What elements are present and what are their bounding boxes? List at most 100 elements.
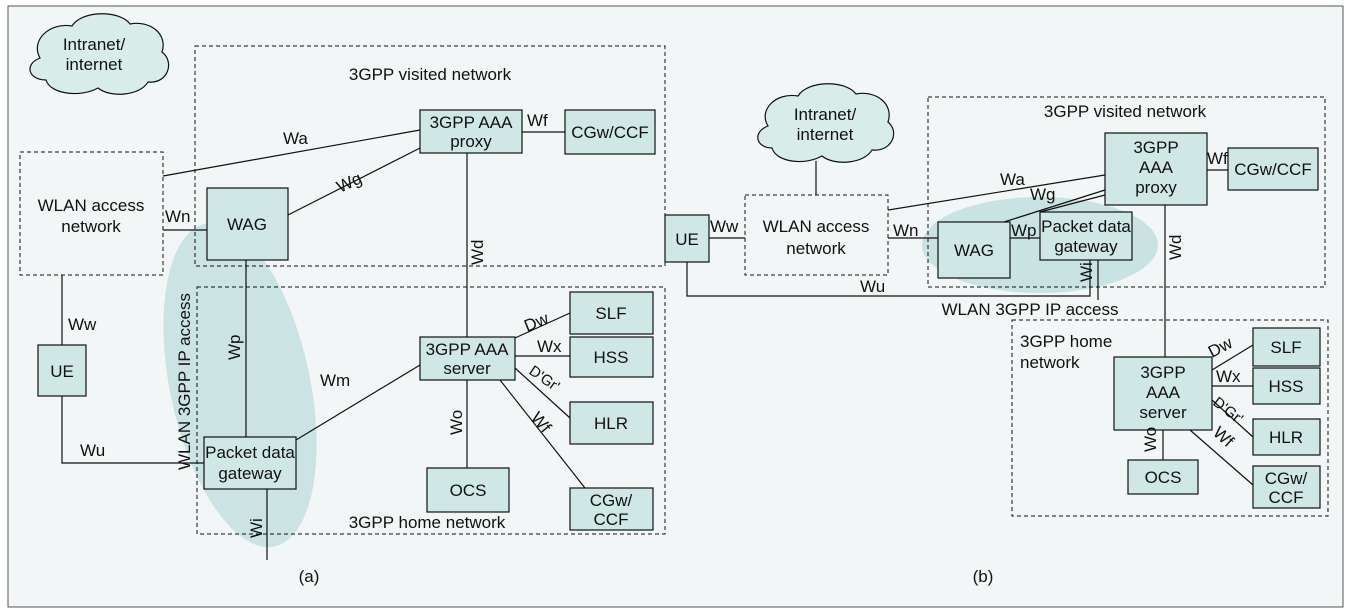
a-line-dw [514, 312, 571, 339]
a-cgw-ccf-2-box: CGw/ CCF [569, 487, 654, 531]
svg-text:Intranet/: Intranet/ [794, 105, 857, 124]
svg-text:SLF: SLF [595, 304, 626, 323]
svg-text:CGw/CCF: CGw/CCF [571, 123, 648, 142]
a-wlan-ip-access-label: WLAN 3GPP IP access [175, 293, 194, 470]
a-line-wf2 [499, 379, 586, 489]
svg-text:server: server [1139, 403, 1187, 422]
b-home-title-1: 3GPP home [1020, 332, 1112, 351]
b-ue-box: UE [664, 214, 710, 263]
b-line-pdg-proxy [1039, 194, 1106, 213]
svg-text:network: network [61, 217, 121, 236]
b-ref-wx: Wx [1216, 367, 1241, 386]
b-line-dw [1211, 344, 1254, 371]
a-ref-wm: Wm [320, 371, 350, 390]
a-ref-wd: Wd [468, 240, 487, 266]
b-wlan-an-label: WLAN access network [763, 217, 870, 258]
a-line-wu [61, 396, 204, 464]
svg-text:CCF: CCF [1269, 488, 1304, 507]
svg-text:UE: UE [675, 230, 699, 249]
b-ref-wf: Wf [1207, 149, 1228, 168]
a-hss-box: HSS [569, 336, 654, 378]
b-line-wf2 [1189, 429, 1254, 486]
a-cloud-line-2: internet [66, 55, 123, 74]
b-aaa-proxy-box: 3GPP AAA proxy [1104, 132, 1208, 206]
a-ue-box: UE [37, 344, 87, 397]
a-ref-wa: Wa [283, 129, 308, 148]
svg-text:HSS: HSS [594, 348, 629, 367]
svg-text:proxy: proxy [1135, 178, 1177, 197]
a-aaa-server-box: 3GPP AAA server [419, 336, 516, 381]
svg-text:CGw/CCF: CGw/CCF [1234, 160, 1311, 179]
svg-text:proxy: proxy [450, 132, 492, 151]
a-internet-cloud: Intranet/ internet [29, 13, 170, 95]
svg-text:HLR: HLR [1269, 428, 1303, 447]
a-line-dgr [514, 367, 571, 419]
b-aaa-server-box: 3GPP AAA server [1113, 356, 1213, 431]
a-ref-wo: Wo [447, 410, 466, 435]
svg-text:CGw/: CGw/ [1265, 469, 1308, 488]
svg-text:gateway: gateway [218, 464, 282, 483]
svg-text:OCS: OCS [1145, 468, 1182, 487]
b-ref-wa: Wa [1000, 170, 1025, 189]
a-wlan-access-network [19, 151, 164, 276]
b-ref-wp: Wp [1011, 221, 1037, 240]
b-ref-wo: Wo [1141, 427, 1160, 452]
svg-text:gateway: gateway [1054, 237, 1118, 256]
b-home-network [1011, 319, 1329, 517]
a-cloud-line-1: Intranet/ [63, 35, 126, 54]
svg-text:Packet data: Packet data [205, 443, 295, 462]
svg-text:3GPP AAA: 3GPP AAA [430, 113, 514, 132]
b-cgw-ccf-2-box: CGw/ CCF [1252, 465, 1321, 509]
svg-text:3GPP: 3GPP [1140, 363, 1185, 382]
b-wlan-access-network [744, 194, 889, 276]
b-cgw-ccf-box: CGw/CCF [1227, 147, 1319, 191]
svg-text:CGw/: CGw/ [590, 491, 633, 510]
b-wlan-ip-access-label: WLAN 3GPP IP access [942, 300, 1119, 319]
a-ref-wf: Wf [527, 111, 548, 130]
b-hss-box: HSS [1252, 367, 1321, 405]
b-line-wa [887, 174, 1106, 211]
a-ocs-box: OCS [426, 467, 510, 513]
a-aaa-proxy-box: 3GPP AAA proxy [419, 109, 523, 154]
b-ref-wg: Wg [1030, 185, 1056, 204]
svg-text:Packet data: Packet data [1041, 217, 1131, 236]
b-line-dgr [1211, 399, 1254, 438]
a-packet-data-gateway-box: Packet data gateway [203, 436, 297, 490]
a-ref-wu: Wu [80, 441, 105, 460]
svg-text:HLR: HLR [594, 414, 628, 433]
a-visited-network [194, 45, 666, 267]
svg-text:OCS: OCS [450, 481, 487, 500]
b-home-title-2: network [1020, 353, 1080, 372]
svg-text:3GPP AAA: 3GPP AAA [426, 340, 510, 359]
b-packet-data-gateway-box: Packet data gateway [1039, 211, 1133, 261]
svg-text:WLAN access: WLAN access [763, 217, 870, 236]
svg-text:server: server [443, 359, 491, 378]
a-line-wa [162, 129, 421, 177]
b-caption: (b) [973, 567, 994, 586]
b-ref-wu: Wu [860, 277, 885, 296]
a-hlr-box: HLR [569, 401, 654, 445]
a-ref-wx: Wx [537, 337, 562, 356]
b-slf-box: SLF [1252, 327, 1321, 367]
a-ref-wn: Wn [165, 207, 191, 226]
b-ref-wd: Wd [1166, 235, 1185, 261]
b-visited-network [927, 96, 1326, 288]
b-internet-cloud: Intranet/ internet [757, 83, 895, 163]
svg-text:internet: internet [797, 125, 854, 144]
svg-text:HSS: HSS [1269, 377, 1304, 396]
a-line-wg [287, 147, 421, 216]
a-ref-wi: Wi [247, 518, 266, 538]
b-line-wu [686, 260, 1091, 297]
panel-b: 3GPP visited network 3GPP home network I… [664, 83, 1329, 586]
svg-text:AAA: AAA [1139, 158, 1174, 177]
b-ocs-box: OCS [1127, 459, 1199, 495]
b-hlr-box: HLR [1252, 418, 1321, 456]
a-ref-wp: Wp [225, 335, 244, 361]
a-home-title: 3GPP home network [349, 513, 506, 532]
a-cgw-ccf-box: CGw/CCF [564, 109, 656, 155]
svg-text:WAG: WAG [227, 215, 267, 234]
svg-text:network: network [786, 239, 846, 258]
svg-text:AAA: AAA [1146, 383, 1181, 402]
svg-text:WAG: WAG [954, 241, 994, 260]
